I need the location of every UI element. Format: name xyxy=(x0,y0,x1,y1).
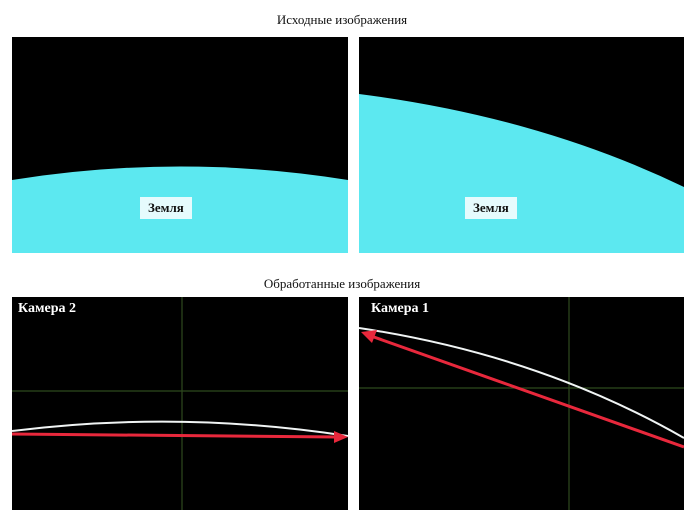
source-images-caption: Исходные изображения xyxy=(276,12,408,27)
processed-image-camera-2: Камера 2 xyxy=(12,297,348,510)
camera-2-label: Камера 2 xyxy=(18,301,77,316)
earth-label-right: Земля xyxy=(465,197,517,219)
camera-2-overlay xyxy=(12,297,348,510)
camera-1-overlay xyxy=(359,297,684,510)
source-image-left: Земля xyxy=(12,37,348,253)
processed-image-camera-1: Камера 1 xyxy=(359,297,684,510)
earth-label-left: Земля xyxy=(140,197,192,219)
source-image-right: Земля xyxy=(359,37,684,253)
earth-horizon-left xyxy=(12,166,348,253)
earth-horizon-right xyxy=(359,94,684,253)
camera-1-label: Камера 1 xyxy=(371,301,430,316)
processed-images-caption: Обработанные изображения xyxy=(263,276,421,291)
